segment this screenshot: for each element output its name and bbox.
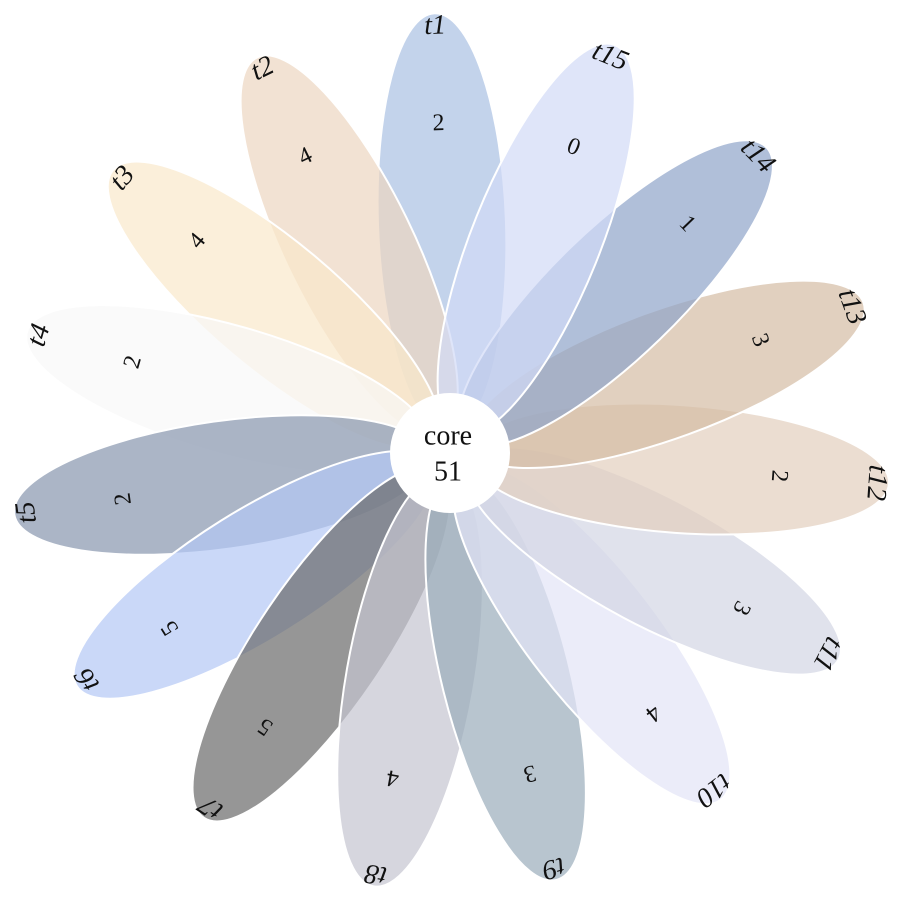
core-value: 51 [434,457,462,488]
set-label-t12: t12 [860,464,893,502]
core-circle [390,393,510,513]
set-label-t5: t5 [9,500,43,526]
core-label: core [424,421,472,452]
set-label-t8: t8 [362,857,389,891]
petal-count-t8: 4 [385,764,401,792]
petal-layer [13,12,890,888]
set-label-t1: t1 [424,9,447,41]
petal-count-t1: 2 [432,110,445,136]
petal-count-t12: 2 [766,469,793,483]
petal-count-t5: 2 [110,491,137,507]
